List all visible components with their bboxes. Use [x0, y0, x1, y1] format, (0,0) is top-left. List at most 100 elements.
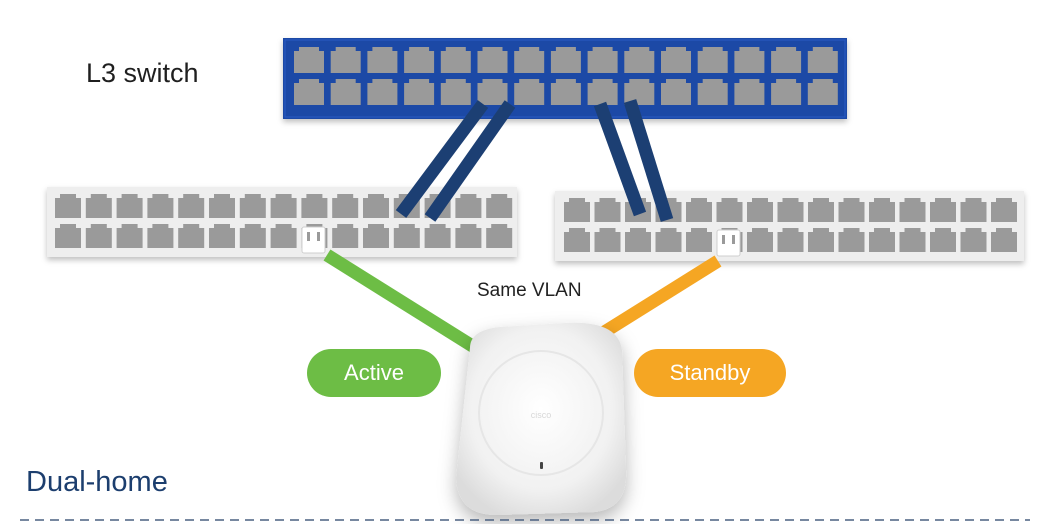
switch-port — [440, 47, 471, 73]
switch-port — [960, 228, 987, 252]
uplink-cable — [593, 101, 647, 217]
switch-port — [869, 198, 895, 222]
switch-port — [899, 228, 926, 252]
switch-port — [930, 228, 956, 252]
switch-port — [747, 198, 773, 222]
port-connector-right — [716, 229, 741, 257]
switch-port — [838, 228, 865, 252]
switch-port — [440, 79, 471, 105]
switch-port — [270, 224, 297, 248]
switch-port — [116, 194, 143, 218]
switch-port — [771, 79, 802, 105]
switch-port — [991, 228, 1017, 252]
switch-port — [716, 198, 743, 222]
l3-switch-label: L3 switch — [86, 58, 199, 88]
switch-port — [367, 47, 398, 73]
svg-text:cisco: cisco — [531, 410, 552, 420]
standby-badge: Standby — [634, 349, 786, 397]
switch-port — [587, 79, 618, 105]
switch-port — [178, 224, 205, 248]
switch-port — [301, 194, 328, 218]
switch-port — [991, 198, 1017, 222]
switch-port — [594, 198, 621, 222]
switch-port — [550, 47, 581, 73]
switch-port — [363, 194, 389, 218]
switch-port — [594, 228, 621, 252]
switch-port — [332, 194, 359, 218]
switch-port — [424, 224, 451, 248]
switch-port — [564, 228, 590, 252]
switch-port — [808, 228, 834, 252]
switch-port — [960, 198, 987, 222]
access-switch-right — [555, 191, 1024, 261]
switch-port — [239, 194, 266, 218]
switch-port — [85, 194, 112, 218]
switch-port — [655, 228, 682, 252]
switch-port — [587, 47, 618, 73]
switch-port — [564, 198, 590, 222]
switch-port — [661, 47, 691, 73]
switch-port — [808, 198, 834, 222]
switch-port — [807, 47, 838, 73]
switch-port — [330, 79, 361, 105]
switch-port — [455, 224, 482, 248]
active-cable — [323, 249, 486, 358]
switch-port — [294, 47, 324, 73]
switch-port — [239, 224, 266, 248]
switch-port — [332, 224, 359, 248]
switch-port — [514, 79, 545, 105]
switch-port — [807, 79, 838, 105]
uplink-cables — [395, 99, 674, 222]
switch-port — [930, 198, 956, 222]
switch-port — [477, 47, 508, 73]
switch-port — [147, 224, 174, 248]
switch-port — [686, 198, 712, 222]
switch-port — [209, 194, 235, 218]
switch-port — [625, 228, 651, 252]
switch-port — [404, 47, 435, 73]
switch-port — [393, 224, 420, 248]
uplink-cable — [424, 100, 516, 222]
switch-port — [55, 194, 81, 218]
l3-switch — [283, 38, 847, 119]
switch-port — [771, 47, 802, 73]
uplink-cable — [623, 99, 674, 222]
switch-port — [777, 198, 804, 222]
switch-port — [734, 47, 765, 73]
switch-port — [838, 198, 865, 222]
switch-port — [899, 198, 926, 222]
switch-port — [363, 224, 389, 248]
switch-port — [661, 79, 691, 105]
switch-port — [270, 194, 297, 218]
active-badge: Active — [307, 349, 441, 397]
switch-port — [486, 224, 513, 248]
switch-port — [477, 79, 508, 105]
switch-port — [294, 79, 324, 105]
port-connector-left — [301, 226, 326, 254]
switch-port — [734, 79, 765, 105]
switch-port — [455, 194, 482, 218]
switch-port — [550, 79, 581, 105]
switch-port — [686, 228, 712, 252]
switch-port — [404, 79, 435, 105]
switch-port — [624, 47, 655, 73]
switch-port — [514, 47, 545, 73]
uplink-cable — [395, 100, 489, 218]
switch-port — [330, 47, 361, 73]
switch-port — [85, 224, 112, 248]
switch-port — [367, 79, 398, 105]
switch-port — [697, 79, 728, 105]
switch-port — [178, 194, 205, 218]
diagram-title: Dual-home — [26, 466, 168, 498]
switch-port — [624, 79, 655, 105]
switch-port — [869, 228, 895, 252]
switch-port — [777, 228, 804, 252]
switch-port — [147, 194, 174, 218]
switch-port — [209, 224, 235, 248]
switch-port — [697, 47, 728, 73]
access-point-icon: cisco — [456, 322, 627, 515]
same-vlan-label: Same VLAN — [477, 280, 582, 301]
switch-port — [747, 228, 773, 252]
switch-port — [55, 224, 81, 248]
